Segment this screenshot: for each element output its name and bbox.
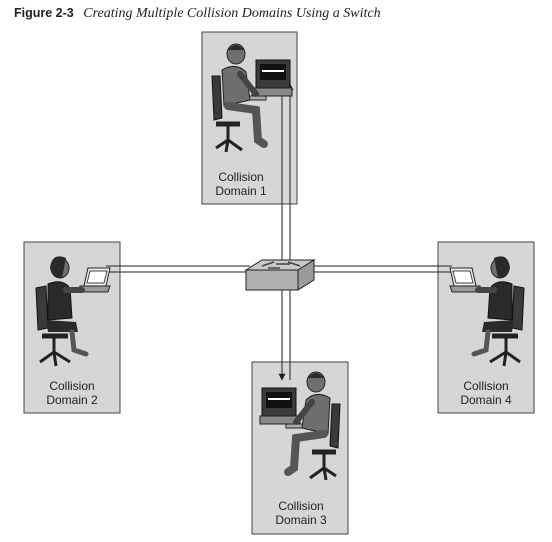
switch-icon xyxy=(244,259,316,291)
domain-1-label-line2: Domain 1 xyxy=(215,184,267,198)
network-links xyxy=(106,80,452,381)
domain-3-label-line2: Domain 3 xyxy=(275,513,327,527)
domain-2-label-line2: Domain 2 xyxy=(46,393,98,407)
domain-1-label-line1: Collision xyxy=(218,170,263,184)
domain-4-label-line1: Collision xyxy=(463,379,508,393)
figure-label: Figure 2-3 xyxy=(14,6,74,20)
figure-caption: Figure 2-3 Creating Multiple Collision D… xyxy=(14,6,381,22)
figure-title: Creating Multiple Collision Domains Usin… xyxy=(83,6,381,21)
domain-4-label-line2: Domain 4 xyxy=(460,393,512,407)
domain-2-label-line1: Collision xyxy=(49,379,94,393)
domain-3-label-line1: Collision xyxy=(278,499,323,513)
